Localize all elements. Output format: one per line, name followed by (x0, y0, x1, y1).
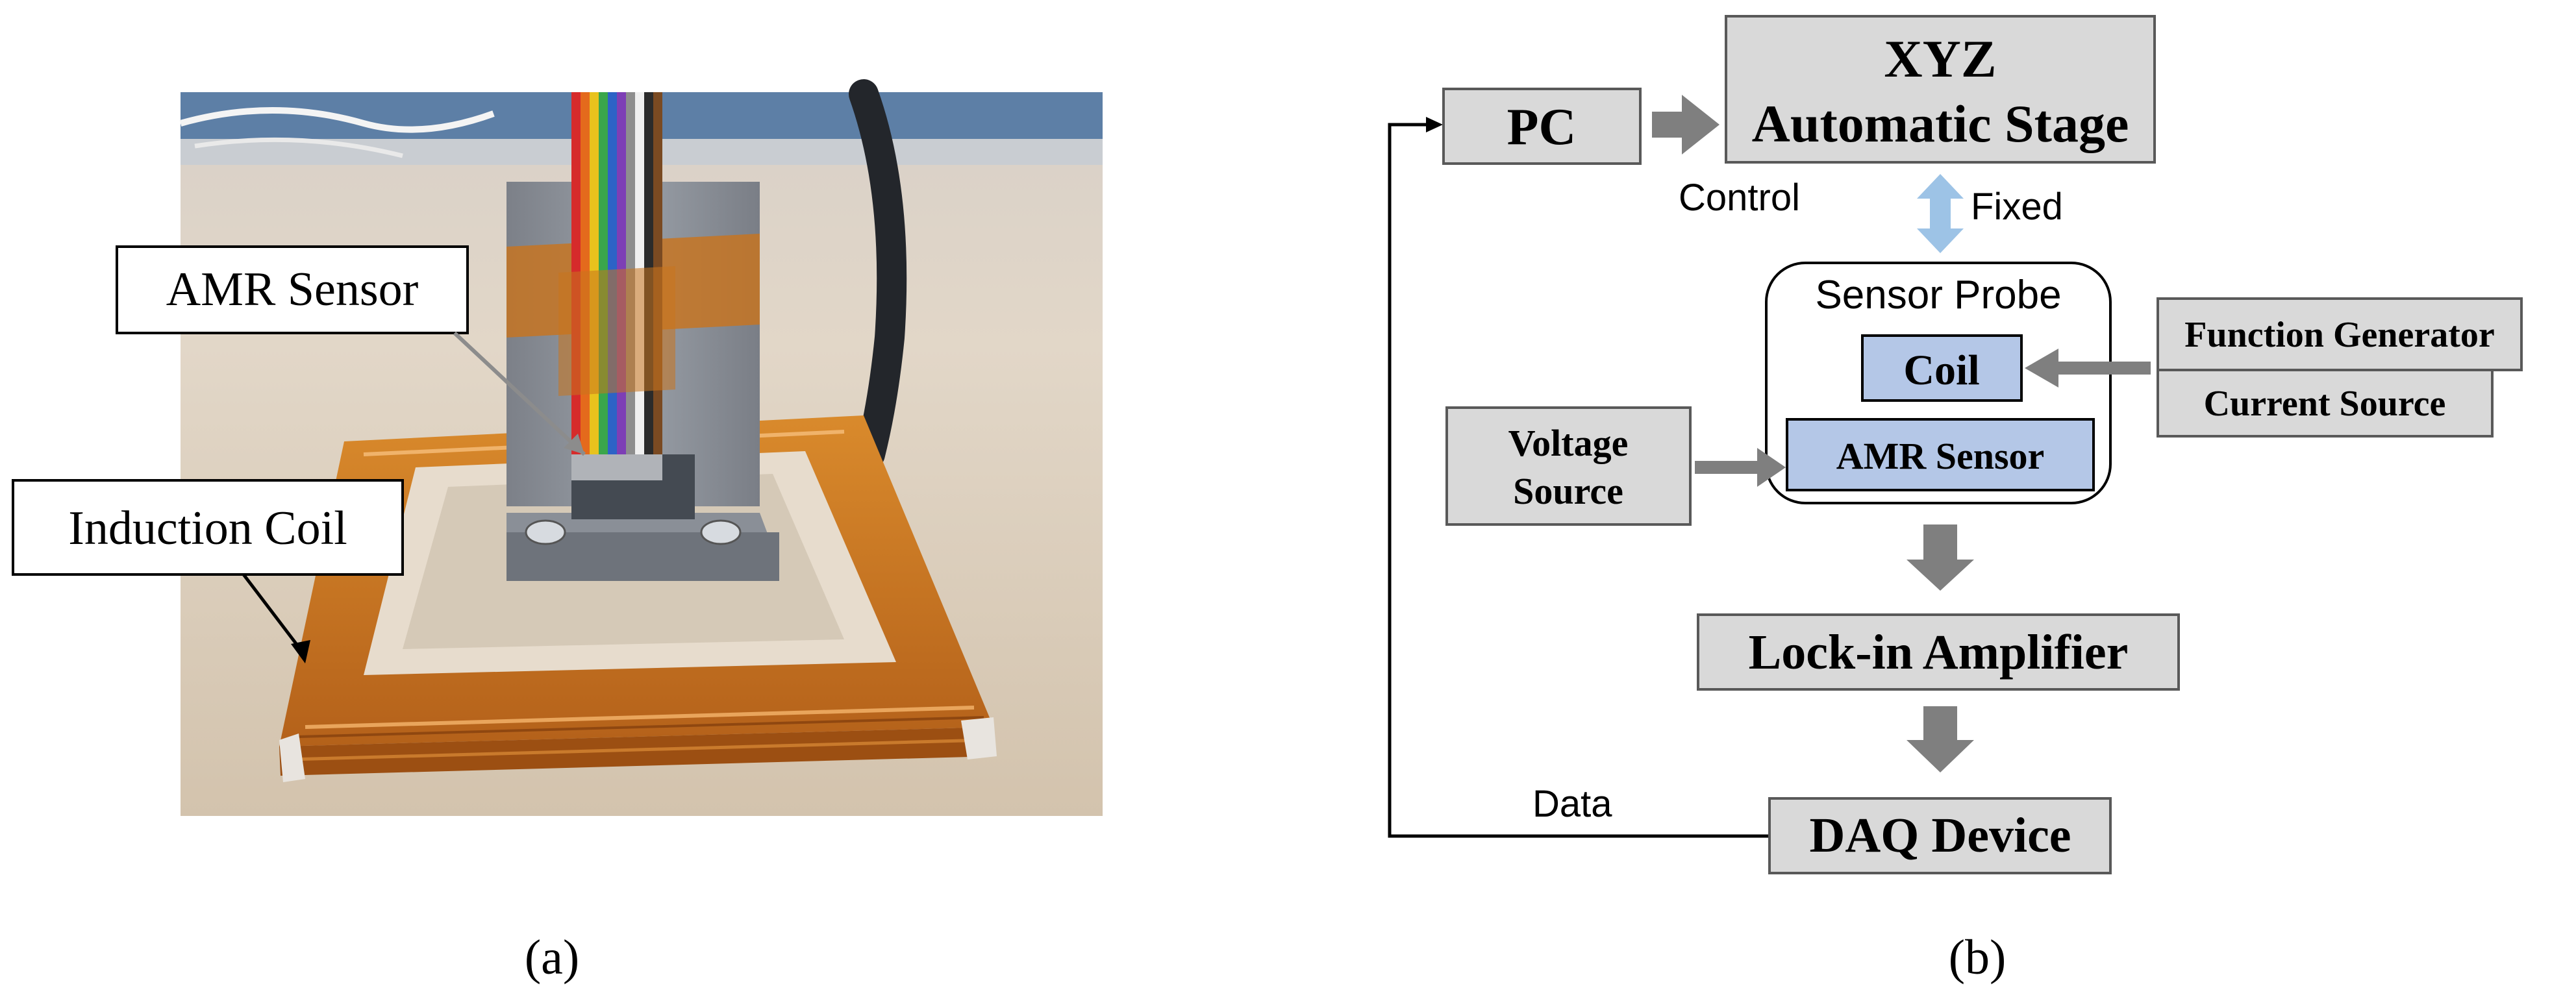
block-diagram: PC Control XYZ Automatic Stage Fixed Sen… (1388, 15, 2523, 874)
fixed-label: Fixed (1971, 186, 2063, 228)
current-source-label: Current Source (2204, 384, 2446, 424)
probe-to-lockin-arrow (1907, 524, 1974, 591)
function-generator-label: Function Generator (2184, 315, 2494, 355)
panel-b-caption: (b) (1949, 930, 2007, 985)
lock-in-amplifier-label: Lock-in Amplifier (1749, 625, 2129, 680)
voltage-source-label-line2: Source (1513, 470, 1623, 512)
xyz-stage-label-line1: XYZ (1884, 29, 1996, 88)
fixed-double-arrow (1917, 174, 1964, 253)
induction-coil-callout-label: Induction Coil (68, 502, 347, 555)
data-feedback-line (1388, 123, 1769, 838)
amr-sensor-callout: AMR Sensor (116, 245, 586, 456)
induction-coil-callout: Induction Coil (12, 479, 404, 663)
daq-device-block: DAQ Device (1768, 797, 2112, 874)
lockin-to-daq-arrow (1907, 706, 1974, 772)
function-generator-block: Function Generator (2157, 297, 2523, 371)
xyz-stage-label-line2: Automatic Stage (1752, 94, 2129, 153)
pc-label: PC (1507, 99, 1577, 156)
panel-a-caption: (a) (525, 930, 579, 985)
generator-to-coil-arrow (2025, 349, 2151, 388)
pc-block: PC (1442, 88, 1642, 165)
voltage-to-amr-arrow (1695, 448, 1786, 487)
data-arrowhead (1426, 117, 1443, 132)
amr-sensor-block: AMR Sensor (1786, 418, 2095, 491)
data-label: Data (1532, 783, 1612, 825)
amr-sensor-callout-label: AMR Sensor (166, 263, 419, 316)
voltage-source-label-line1: Voltage (1508, 422, 1629, 464)
control-label: Control (1679, 177, 1800, 219)
sensor-probe-label: Sensor Probe (1815, 273, 2061, 317)
control-arrow (1652, 95, 1719, 154)
lock-in-amplifier-block: Lock-in Amplifier (1697, 613, 2180, 691)
coil-label: Coil (1903, 347, 1979, 394)
voltage-source-block: Voltage Source (1445, 406, 1692, 526)
experimental-setup-photo (179, 79, 1103, 816)
coil-block: Coil (1861, 334, 2023, 402)
current-source-block: Current Source (2157, 369, 2494, 438)
xyz-stage-block: XYZ Automatic Stage (1725, 15, 2156, 164)
daq-device-label: DAQ Device (1809, 808, 2071, 863)
amr-sensor-label: AMR Sensor (1836, 435, 2045, 477)
